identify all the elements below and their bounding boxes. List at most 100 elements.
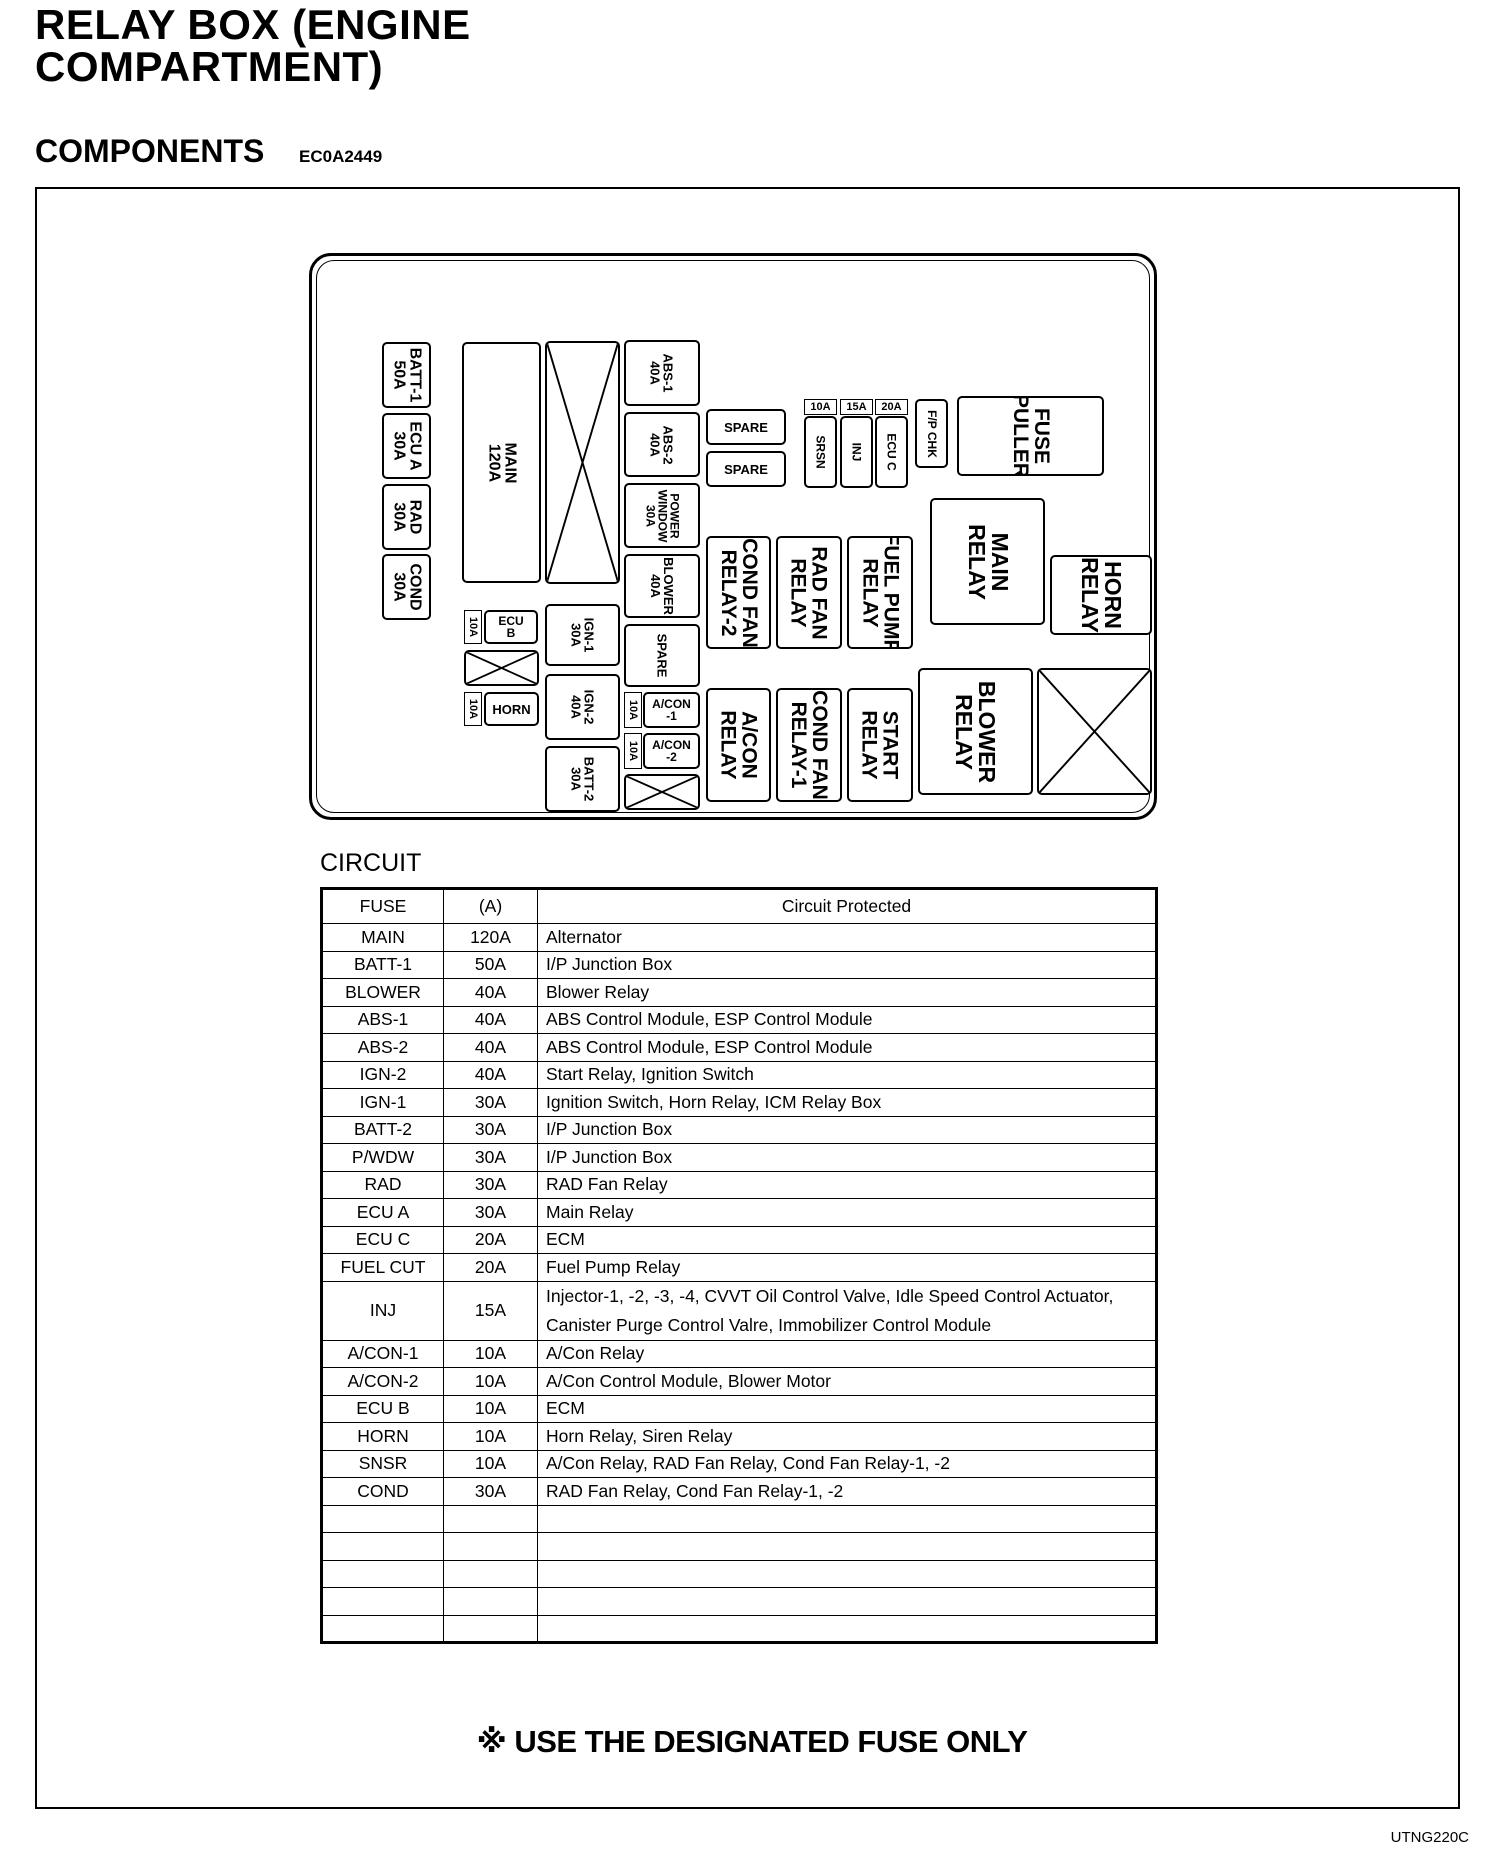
circuit-cell: Fuel Pump Relay: [537, 1253, 1157, 1282]
relay-main-label: MAIN RELAY: [963, 523, 1013, 600]
fuse-srsn-rating: 10A: [804, 399, 837, 415]
amperage-cell: 30A: [443, 1115, 538, 1144]
circuit-cell: I/P Junction Box: [537, 950, 1157, 979]
fuse-horn-rating: 10A: [464, 692, 482, 726]
fuse-ign-1-label: IGN-1 30A: [568, 617, 597, 653]
amperage-cell: 10A: [443, 1394, 538, 1423]
amperage-cell: 15A: [443, 1280, 538, 1341]
circuit-cell: Horn Relay, Siren Relay: [537, 1422, 1157, 1451]
relay-acon: A/CON RELAY: [706, 688, 771, 802]
fuse-ign-2: IGN-2 40A: [545, 674, 620, 740]
fuse-spare-1-label: SPARE: [724, 419, 768, 435]
fuse-spare-2: SPARE: [706, 451, 786, 487]
fuse-cell: [321, 1532, 444, 1561]
relay-start: START RELAY: [847, 688, 913, 802]
relay-start-label: START RELAY: [858, 710, 902, 780]
amperage-cell: 10A: [443, 1422, 538, 1451]
fuse-horn-label: HORN: [492, 701, 531, 717]
amperage-cell: [443, 1504, 538, 1533]
fuse-cell: [321, 1587, 444, 1616]
relay-fuel-pump-label: FUEL PUMP RELAY: [858, 536, 902, 649]
fuse-cell: [321, 1504, 444, 1533]
fuse-batt-2: BATT-2 30A: [545, 746, 620, 812]
fuse-ecu-a-label: ECU A 30A: [390, 421, 424, 471]
fuse-spare-2-label: SPARE: [724, 461, 768, 477]
fuse-acon-1-rating: 10A: [624, 692, 642, 728]
header-amperage: (A): [443, 888, 538, 924]
fuse-cell: INJ: [321, 1280, 444, 1341]
fuse-ecu-c-rating-label: 20A: [881, 401, 902, 413]
fuse-inj-label: INJ: [849, 442, 864, 462]
circuit-cell: [537, 1532, 1157, 1561]
fuse-horn-rating-label: 10A: [467, 698, 479, 720]
fuse-ecu-b-rating: 10A: [464, 610, 482, 644]
fuse-cond-label: COND 30A: [390, 563, 424, 611]
table-row: [321, 1587, 1157, 1616]
circuit-title: CIRCUIT: [320, 849, 422, 877]
amperage-cell: 10A: [443, 1339, 538, 1368]
fuse-cell: BATT-1: [321, 950, 444, 979]
circuit-cell: [537, 1614, 1157, 1643]
fuse-ign-2-label: IGN-2 40A: [568, 689, 597, 725]
fuse-cell: P/WDW: [321, 1143, 444, 1172]
amperage-cell: 30A: [443, 1088, 538, 1117]
circuit-cell: Ignition Switch, Horn Relay, ICM Relay B…: [537, 1088, 1157, 1117]
fuse-power-window: POWER WINDOW 30A: [624, 483, 700, 548]
circuit-cell: I/P Junction Box: [537, 1115, 1157, 1144]
fuse-acon-1-rating-label: 10A: [627, 699, 639, 721]
fuse-cell: ECU A: [321, 1198, 444, 1227]
amperage-cell: [443, 1614, 538, 1643]
fuse-cell: FUEL CUT: [321, 1253, 444, 1282]
table-row: [321, 1614, 1157, 1643]
fuse-acon-1-label: A/CON -1: [652, 697, 691, 723]
circuit-cell: RAD Fan Relay: [537, 1170, 1157, 1199]
amperage-cell: 50A: [443, 950, 538, 979]
circuit-cell: [537, 1559, 1157, 1588]
empty-slot-ecu: [464, 650, 539, 686]
circuit-cell: A/Con Relay, RAD Fan Relay, Cond Fan Rel…: [537, 1449, 1157, 1478]
fuse-cell: ECU C: [321, 1225, 444, 1254]
circuit-cell: [537, 1587, 1157, 1616]
circuit-cell: ABS Control Module, ESP Control Module: [537, 1033, 1157, 1062]
fuse-acon-2-rating: 10A: [624, 733, 642, 769]
fuse-abs-2-label: ABS-2 40A: [647, 424, 676, 465]
fuse-ign-1: IGN-1 30A: [545, 604, 620, 666]
relay-cond-fan-2-label: COND FAN RELAY-2: [716, 537, 761, 648]
relay-main: MAIN RELAY: [930, 498, 1045, 625]
fuse-cell: BLOWER: [321, 978, 444, 1007]
relay-box-inner-border: [316, 260, 1150, 813]
amperage-cell: 40A: [443, 1005, 538, 1034]
fuse-cell: ABS-1: [321, 1005, 444, 1034]
fuse-ecu-b: ECU B: [484, 610, 538, 644]
circuit-cell: ABS Control Module, ESP Control Module: [537, 1005, 1157, 1034]
fuse-ecu-c-rating: 20A: [875, 399, 908, 415]
amperage-cell: 20A: [443, 1253, 538, 1282]
page-title: RELAY BOX (ENGINE COMPARTMENT): [35, 4, 471, 88]
circuit-cell: RAD Fan Relay, Cond Fan Relay-1, -2: [537, 1477, 1157, 1506]
circuit-cell: Alternator: [537, 923, 1157, 952]
amperage-cell: 30A: [443, 1198, 538, 1227]
fuse-cell: RAD: [321, 1170, 444, 1199]
fuse-inj: INJ: [840, 416, 873, 488]
relay-cond-fan-2: COND FAN RELAY-2: [706, 536, 771, 649]
fuse-abs-1-label: ABS-1 40A: [647, 353, 676, 393]
relay-fuel-pump: FUEL PUMP RELAY: [847, 536, 913, 649]
fuse-cell: IGN-2: [321, 1060, 444, 1089]
relay-blower: BLOWER RELAY: [918, 668, 1033, 795]
fuse-cell: MAIN: [321, 923, 444, 952]
relay-rad-fan: RAD FAN RELAY: [776, 536, 842, 649]
